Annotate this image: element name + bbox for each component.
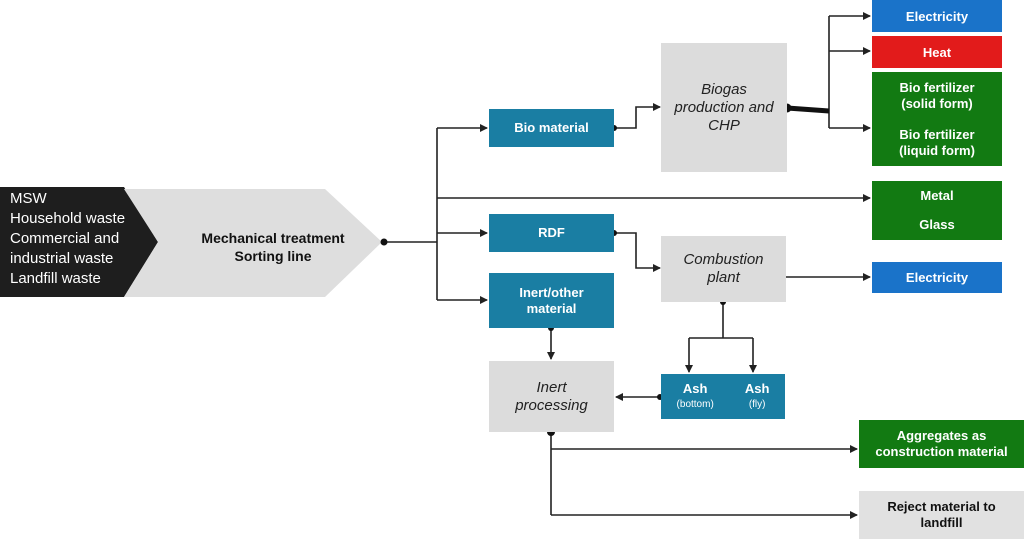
ash-fly-label: Ash	[744, 380, 770, 396]
heat-output: Heat	[872, 36, 1002, 68]
mechanical-line2: Sorting line	[234, 248, 312, 264]
inert-processing-box: Inert processing	[489, 361, 614, 432]
mechanical-chevron	[124, 189, 382, 297]
bio-fertilizer-liquid: Bio fertilizer (liquid form)	[899, 127, 975, 159]
bio-fertilizer-output: Bio fertilizer (solid form) Bio fertiliz…	[872, 72, 1002, 166]
input-line: industrial waste	[10, 250, 114, 267]
aggregates-output: Aggregates as construction material	[859, 420, 1024, 468]
input-line: Landfill waste	[10, 270, 101, 287]
electricity-output-2: Electricity	[872, 262, 1002, 293]
bio-material-label: Bio material	[514, 120, 589, 135]
bio-fertilizer-solid-line2: (solid form)	[901, 95, 973, 111]
ash-bottom-label: Ash	[682, 380, 708, 396]
electricity-2-label: Electricity	[905, 270, 969, 285]
input-line: MSW	[10, 190, 47, 207]
biogas-line2: production and	[674, 98, 774, 116]
heat-label: Heat	[922, 44, 952, 60]
input-waste-list: MSW Household waste Commercial and indus…	[10, 189, 125, 289]
inert-processing-line2: processing	[515, 396, 588, 414]
glass-label: Glass	[919, 217, 955, 233]
bio-fertilizer-solid: Bio fertilizer (solid form)	[899, 80, 974, 112]
rdf-box: RDF	[489, 214, 614, 252]
inert-processing-line1: Inert	[536, 378, 567, 396]
inert-other-material-box: Inert/other material	[489, 273, 614, 328]
combustion-line2: plant	[707, 269, 740, 286]
ash-bottom-sub: (bottom)	[676, 398, 714, 410]
bio-fertilizer-liquid-line1: Bio fertilizer	[899, 126, 975, 142]
electricity-1-label: Electricity	[905, 8, 969, 24]
mechanical-line1: Mechanical treatment	[201, 230, 345, 246]
bio-fertilizer-solid-line1: Bio fertilizer	[899, 79, 975, 95]
inert-other-line2: material	[526, 300, 577, 316]
aggregates-line1: Aggregates as	[896, 428, 987, 443]
electricity-output-1: Electricity	[872, 0, 1002, 32]
biogas-line3: CHP	[708, 116, 740, 134]
bio-material-box: Bio material	[489, 109, 614, 147]
biogas-box: Biogas production and CHP	[661, 43, 787, 172]
combustion-plant-box: Combustion plant	[661, 236, 786, 302]
ash-fly: Ash (fly)	[745, 381, 770, 413]
biogas-line1: Biogas	[701, 80, 747, 98]
input-line: Household waste	[10, 210, 126, 227]
reject-line2: landfill	[920, 515, 963, 530]
aggregates-line2: construction material	[875, 444, 1008, 459]
ash-fly-sub: (fly)	[748, 398, 766, 410]
mechanical-treatment-label: Mechanical treatment Sorting line	[178, 229, 368, 265]
input-chevron	[0, 187, 158, 297]
bio-fertilizer-liquid-line2: (liquid form)	[899, 142, 975, 158]
reject-landfill-output: Reject material to landfill	[859, 491, 1024, 539]
inert-other-line1: Inert/other	[519, 284, 584, 300]
reject-line1: Reject material to	[887, 499, 996, 514]
rdf-label: RDF	[538, 225, 565, 240]
ash-box: Ash (bottom) Ash (fly)	[661, 374, 785, 419]
metal-glass-output: Metal Glass	[872, 181, 1002, 240]
metal-label: Metal	[920, 187, 954, 203]
combustion-line1: Combustion	[683, 251, 764, 268]
input-line: Commercial and	[10, 230, 120, 247]
ash-bottom: Ash (bottom)	[677, 381, 714, 413]
